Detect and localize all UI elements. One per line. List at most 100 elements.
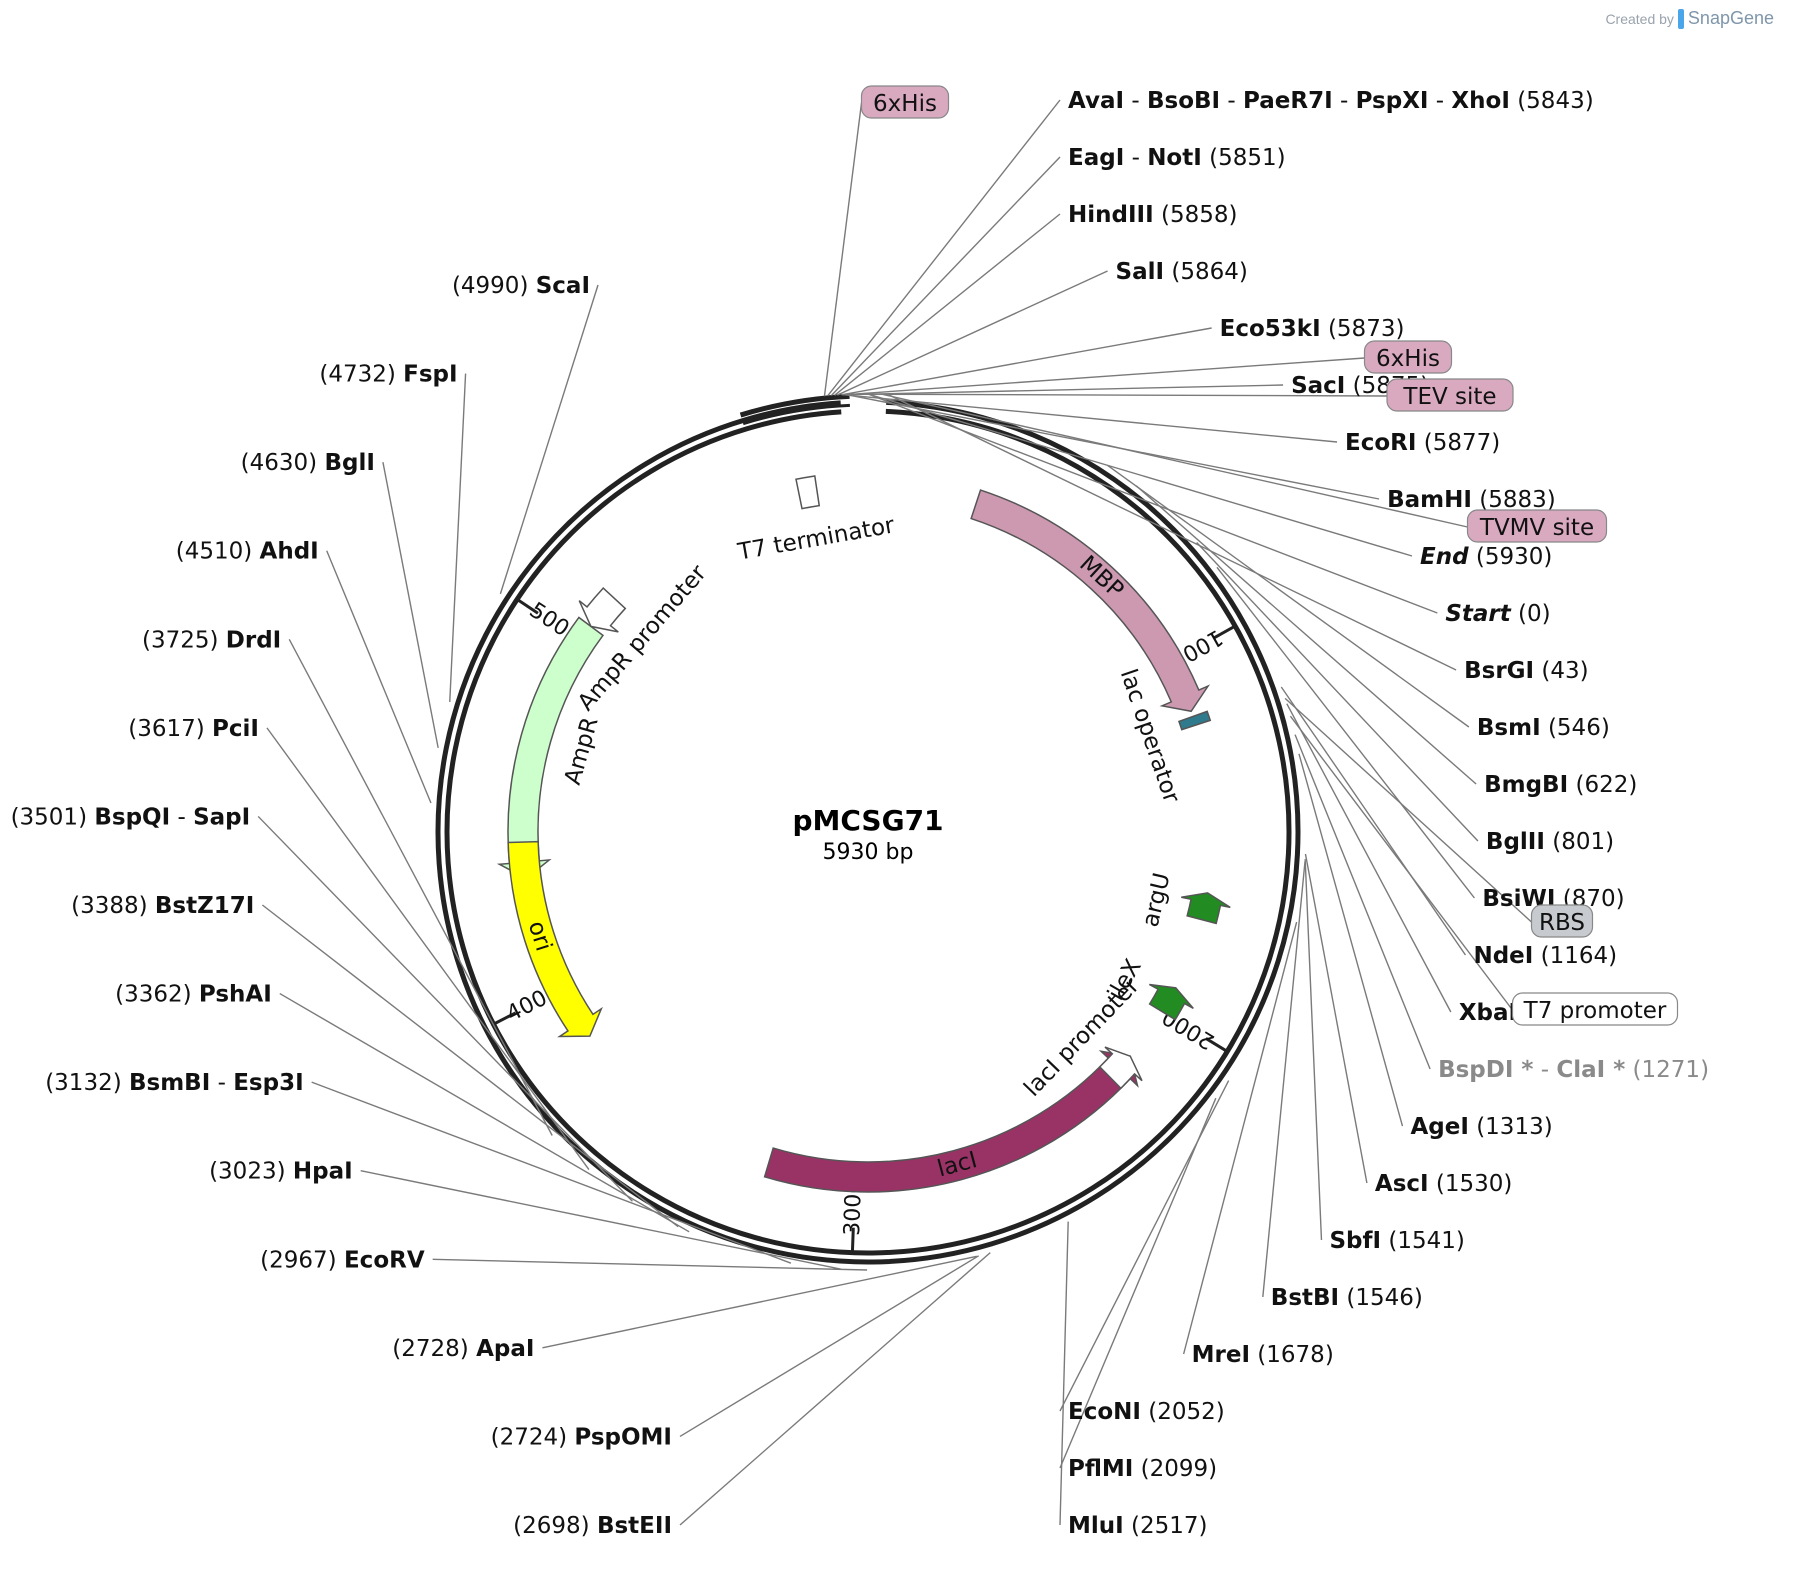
- site-position: (4630): [241, 450, 325, 476]
- site-label[interactable]: SalI (5864): [1116, 259, 1248, 285]
- site-label[interactable]: BstBI (1546): [1271, 1285, 1423, 1311]
- site-position: (1541): [1381, 1228, 1465, 1254]
- site-label[interactable]: BmgBI (622): [1484, 772, 1637, 798]
- site-label[interactable]: HindIII (5858): [1068, 202, 1237, 228]
- site-leader: [360, 1170, 842, 1270]
- site-position: (3617): [128, 716, 212, 742]
- site-label[interactable]: (2728) ApaI: [392, 1336, 534, 1362]
- leader-lines: [257, 99, 1532, 1526]
- site-position: (3132): [45, 1070, 129, 1096]
- plasmid-name: pMCSG71: [792, 804, 943, 837]
- backbone: [435, 393, 1301, 1265]
- site-position: (2517): [1124, 1513, 1208, 1539]
- feature-label: T7 terminator: [735, 512, 897, 565]
- tick-mark-4000: [493, 1011, 517, 1026]
- label-box: [1530, 904, 1594, 938]
- feature-ampr[interactable]: AmpR: [496, 616, 605, 880]
- site-leader: [261, 904, 679, 1228]
- site-label[interactable]: (2698) BstEII: [513, 1513, 672, 1539]
- site-name: DrdI: [226, 627, 281, 653]
- site-label[interactable]: (3617) PciI: [128, 716, 259, 742]
- boxed-label-6xhis[interactable]: 6xHis: [860, 85, 950, 119]
- site-label[interactable]: BsmI (546): [1477, 715, 1610, 741]
- boxed-label-t7-promoter[interactable]: T7 promoter: [1511, 992, 1679, 1026]
- site-name: MluI: [1068, 1513, 1124, 1539]
- site-label[interactable]: AscI (1530): [1375, 1171, 1512, 1197]
- site-name: AscI: [1375, 1171, 1429, 1197]
- site-name: ApaI: [476, 1336, 534, 1362]
- site-name: End: [1420, 544, 1469, 570]
- site-position: (3725): [142, 627, 226, 653]
- site-label[interactable]: BamHI (5883): [1387, 487, 1556, 513]
- site-leader: [432, 1258, 868, 1271]
- site-label[interactable]: EcoRI (5877): [1345, 430, 1500, 456]
- site-label[interactable]: Start (0): [1445, 601, 1550, 627]
- site-name: MreI: [1192, 1342, 1250, 1368]
- site-position: (43): [1534, 658, 1589, 684]
- site-label[interactable]: BspDI * - ClaI * (1271): [1438, 1057, 1709, 1083]
- boxed-label-tev-site[interactable]: TEV site: [1386, 378, 1514, 412]
- site-position: (1313): [1469, 1114, 1553, 1140]
- site-name: BstBI: [1271, 1285, 1339, 1311]
- site-label[interactable]: (4630) BglI: [241, 450, 375, 476]
- site-label[interactable]: (3132) BsmBI - Esp3I: [45, 1070, 303, 1096]
- site-label[interactable]: EcoNI (2052): [1068, 1399, 1225, 1425]
- site-label[interactable]: BglII (801): [1486, 829, 1614, 855]
- feature-t7-terminator[interactable]: T7 terminator: [735, 475, 897, 566]
- snapgene-logo-icon: [1677, 8, 1684, 29]
- site-name: NotI: [1147, 145, 1202, 171]
- site-label[interactable]: End (5930): [1420, 544, 1552, 570]
- boxed-label-6xhis[interactable]: 6xHis: [1363, 340, 1453, 374]
- site-name: XbaI: [1459, 1000, 1517, 1026]
- site-position: (2052): [1141, 1399, 1225, 1425]
- site-label[interactable]: (3725) DrdI: [142, 627, 281, 653]
- site-name: EagI: [1068, 145, 1124, 171]
- boxed-label-tvmv-site[interactable]: TVMV site: [1466, 509, 1608, 543]
- site-leader: [867, 393, 1413, 557]
- site-label[interactable]: AgeI (1313): [1410, 1114, 1552, 1140]
- feature-mbp[interactable]: MBP: [970, 489, 1211, 713]
- site-position: (3362): [115, 982, 199, 1008]
- site-label[interactable]: BsrGI (43): [1464, 658, 1589, 684]
- site-name: BmgBI: [1484, 772, 1568, 798]
- site-label[interactable]: NdeI (1164): [1473, 943, 1617, 969]
- site-leader: [1135, 485, 1477, 785]
- credit-brand: SnapGene: [1687, 8, 1774, 28]
- site-label[interactable]: MreI (1678): [1192, 1342, 1334, 1368]
- site-leader: [1304, 853, 1368, 1184]
- site-label[interactable]: PflMI (2099): [1068, 1456, 1217, 1482]
- site-label[interactable]: (3388) BstZ17I: [71, 893, 254, 919]
- feature-laci[interactable]: lacI: [763, 1050, 1139, 1193]
- site-position: (1530): [1429, 1171, 1513, 1197]
- site-name: Esp3I: [233, 1070, 303, 1096]
- site-leader: [679, 1252, 991, 1526]
- site-label[interactable]: (4510) AhdI: [176, 539, 319, 565]
- label-box: [1511, 992, 1679, 1026]
- site-name: BsoBI: [1147, 88, 1220, 114]
- site-label[interactable]: Eco53kI (5873): [1220, 316, 1405, 342]
- site-label[interactable]: EagI - NotI (5851): [1068, 145, 1286, 171]
- site-label[interactable]: MluI (2517): [1068, 1513, 1208, 1539]
- site-position: (2728): [392, 1336, 476, 1362]
- feature-argu[interactable]: argU: [1138, 870, 1231, 929]
- site-label[interactable]: SbfI (1541): [1329, 1228, 1464, 1254]
- site-position: (5883): [1472, 487, 1556, 513]
- site-label[interactable]: (3023) HpaI: [209, 1159, 353, 1185]
- site-leader: [1280, 686, 1467, 956]
- site-leader: [266, 727, 590, 1170]
- tick-mark-1000: [1212, 625, 1236, 640]
- label-text: T7 promoter: [1523, 998, 1667, 1024]
- site-label[interactable]: (2967) EcoRV: [260, 1247, 425, 1273]
- feature-label: AmpR: [560, 714, 604, 787]
- site-label[interactable]: AvaI - BsoBI - PaeR7I - PspXI - XhoI (58…: [1068, 88, 1594, 114]
- site-label[interactable]: (4990) ScaI: [452, 273, 590, 299]
- feature-ori[interactable]: ori: [507, 840, 603, 1038]
- boxed-label-rbs[interactable]: RBS: [1530, 904, 1594, 938]
- site-label[interactable]: (3501) BspQI - SapI: [11, 804, 251, 830]
- site-leader: [830, 156, 1061, 397]
- site-name: PspOMI: [574, 1424, 672, 1450]
- site-position: (5851): [1202, 145, 1286, 171]
- site-label[interactable]: (2724) PspOMI: [491, 1424, 672, 1450]
- site-label[interactable]: (3362) PshAI: [115, 982, 272, 1008]
- site-label[interactable]: (4732) FspI: [319, 362, 457, 388]
